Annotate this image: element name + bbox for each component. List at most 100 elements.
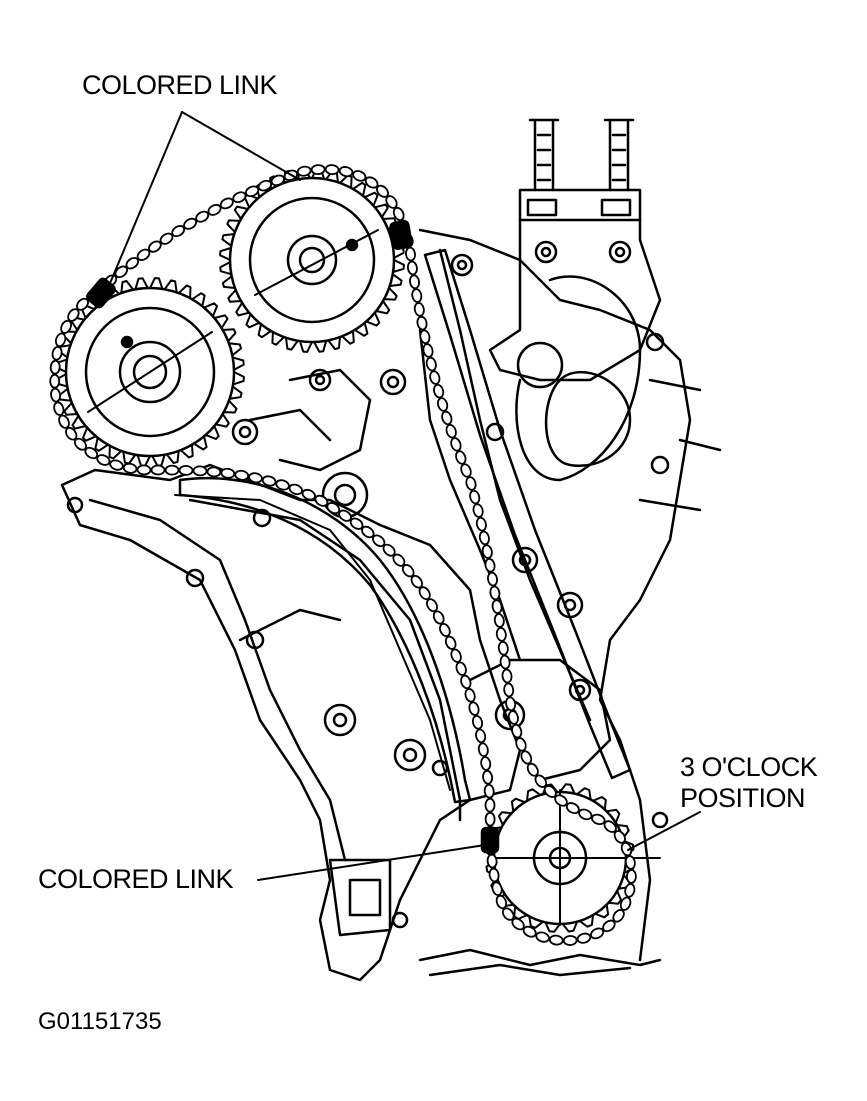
clock-label-line2: POSITION — [680, 783, 806, 814]
chain-link — [469, 489, 481, 505]
chain-link — [136, 464, 152, 476]
chain-link — [58, 414, 70, 429]
chain-link — [171, 225, 186, 238]
chain-link — [511, 917, 525, 931]
chain-link — [96, 454, 111, 466]
chain-link — [220, 467, 236, 479]
chain-link — [125, 256, 140, 270]
left-camshaft-sprocket — [55, 277, 245, 467]
leader-lines — [107, 111, 701, 881]
chain-link — [207, 203, 222, 216]
chain-link — [495, 627, 507, 642]
chain-link — [65, 426, 78, 441]
chain-link — [54, 332, 67, 348]
chain-link — [50, 387, 62, 403]
chain-link — [310, 164, 326, 176]
colored-link-label-top: COLORED LINK — [82, 70, 278, 100]
chain-link — [244, 185, 260, 198]
chain-link — [270, 174, 285, 187]
chain-link — [505, 696, 517, 712]
chain-link — [314, 494, 329, 507]
chain-link — [602, 919, 616, 933]
chain-link — [109, 459, 124, 471]
chain-link — [450, 648, 462, 663]
chain-link — [625, 869, 637, 884]
chain-link — [324, 164, 340, 176]
clock-label-line1: 3 O'CLOCK — [680, 752, 818, 782]
chain-link — [484, 797, 496, 813]
chain-link — [49, 359, 61, 375]
chain-link — [53, 401, 65, 416]
chain-link — [468, 701, 480, 716]
chain-link — [482, 769, 494, 785]
chain-link — [591, 813, 606, 826]
chain-link — [419, 329, 431, 345]
chain-link — [385, 195, 398, 209]
chain-link — [445, 423, 457, 439]
chain-link — [406, 260, 418, 276]
chain-guide-left — [178, 476, 472, 804]
chain-link — [338, 509, 352, 522]
sprocket-teeth — [219, 167, 405, 353]
chain-link — [624, 883, 636, 898]
chain-link — [619, 896, 632, 911]
chain-link — [464, 688, 476, 703]
figure-code: G01151735 — [38, 1008, 162, 1035]
chain-link — [522, 925, 537, 938]
chain-link — [164, 464, 180, 476]
colored-link-label-bottom: COLORED LINK — [38, 864, 234, 894]
chain-link — [515, 737, 527, 752]
chain-link — [554, 794, 568, 807]
chain-link — [422, 343, 434, 358]
chain-link — [460, 674, 472, 690]
chain-link — [426, 598, 438, 613]
chain-link — [484, 557, 496, 573]
chain-link — [624, 855, 636, 870]
chain-link — [60, 319, 72, 334]
chain-link — [534, 774, 548, 788]
chain-link — [520, 750, 533, 765]
chain-link — [576, 932, 592, 944]
chain-link — [364, 176, 379, 189]
chain-link — [487, 571, 498, 587]
chain-link — [612, 909, 625, 923]
chain-link — [495, 894, 508, 910]
chain-link — [150, 464, 166, 476]
chain-link — [460, 463, 472, 478]
chain-link — [441, 410, 453, 426]
chain-link — [418, 586, 431, 601]
chain-link — [136, 248, 151, 261]
chain-link — [401, 564, 415, 578]
chain-link — [51, 345, 63, 361]
colored-link-crank — [480, 826, 500, 854]
chain-link — [206, 466, 222, 478]
chain-link — [603, 820, 617, 833]
chain-link — [501, 668, 513, 684]
chain-link — [376, 184, 389, 198]
chain-link — [497, 640, 509, 656]
chain-link — [122, 462, 138, 474]
chain-link — [405, 246, 416, 262]
chain-link — [480, 756, 492, 771]
chain-link — [219, 197, 234, 210]
chain-link — [535, 931, 550, 943]
three-oclock-position-label: 3 O'CLOCK POSITION — [680, 752, 818, 814]
chain-link — [232, 191, 247, 204]
chain-link — [481, 544, 493, 559]
chain-link — [159, 232, 174, 245]
chain-link — [413, 302, 425, 317]
chain-link — [301, 488, 316, 501]
chain-link — [465, 476, 477, 491]
chain-link — [392, 553, 406, 567]
chain-link — [195, 210, 210, 223]
chain-link — [439, 622, 451, 638]
chain-link — [475, 516, 487, 532]
chain-link — [511, 723, 523, 739]
chain-link — [416, 315, 428, 331]
chain-link — [501, 907, 515, 921]
chain-link — [488, 867, 500, 883]
chain-link — [486, 853, 498, 869]
chain-link — [288, 483, 303, 496]
chain-link — [613, 830, 626, 844]
